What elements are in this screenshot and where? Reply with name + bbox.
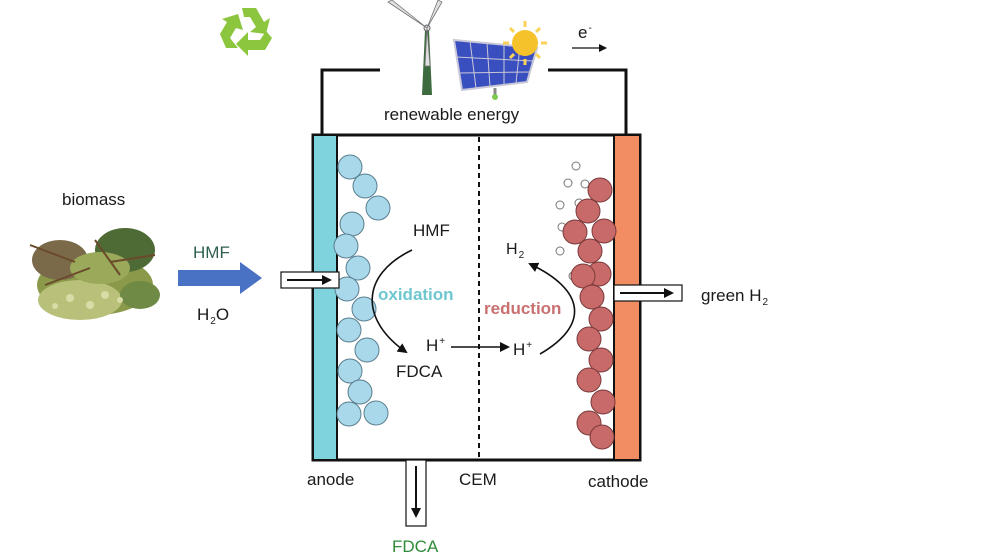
electron-symbol: e — [578, 23, 588, 42]
biomass-label: biomass — [62, 190, 126, 209]
biomass-pile-icon — [29, 228, 160, 320]
reduction-label: reduction — [484, 299, 562, 318]
fdca-outlet-port — [405, 459, 427, 527]
proton-right-label: H+ — [513, 340, 533, 359]
proton-right-charge: + — [526, 340, 533, 351]
proton-right-symbol: H — [513, 340, 526, 359]
water-label: H2O — [197, 305, 230, 327]
hydrogen-outlet-port — [613, 284, 683, 302]
proton-left-charge: + — [439, 336, 446, 347]
cathode-label: cathode — [588, 472, 649, 491]
anode-label: anode — [307, 470, 355, 489]
h2-subscript: 2 — [518, 250, 525, 261]
oxidation-label: oxidation — [378, 285, 454, 304]
sun-icon — [503, 21, 547, 65]
fdca-output-label: FDCA — [392, 537, 439, 556]
oxidation-arrow — [371, 249, 413, 354]
cathode-catalyst-particles — [562, 177, 617, 450]
cem-label: CEM — [459, 470, 497, 489]
wind-turbine-icon — [387, 0, 443, 95]
electron-label: e- — [578, 23, 592, 42]
external-circuit — [320, 68, 628, 134]
fdca-inside-label: FDCA — [396, 362, 443, 381]
green-h2-label: green H2 — [701, 286, 768, 308]
renewable-energy-label: renewable energy — [384, 105, 520, 124]
hydrogen-bubbles — [555, 161, 590, 281]
hmf-inside-label: HMF — [413, 221, 450, 240]
green-h2-subscript: 2 — [762, 297, 769, 308]
electron-charge: - — [588, 23, 592, 34]
proton-left-symbol: H — [426, 336, 439, 355]
inlet-port — [280, 271, 340, 289]
hmf-input-label: HMF — [193, 243, 230, 262]
proton-left-label: H+ — [426, 336, 446, 355]
reduction-arrow — [528, 262, 576, 355]
input-arrow — [178, 262, 262, 294]
water-o: O — [215, 305, 230, 324]
anode-catalyst-particles — [333, 154, 391, 427]
water-h: H — [197, 305, 210, 324]
green-h2-text: green H — [701, 286, 762, 305]
h2-inside-label: H2 — [506, 241, 525, 261]
recycle-icon — [220, 8, 272, 56]
anode-electrode — [312, 134, 338, 461]
h2-symbol: H — [506, 241, 518, 258]
water-subscript: 2 — [210, 316, 216, 327]
